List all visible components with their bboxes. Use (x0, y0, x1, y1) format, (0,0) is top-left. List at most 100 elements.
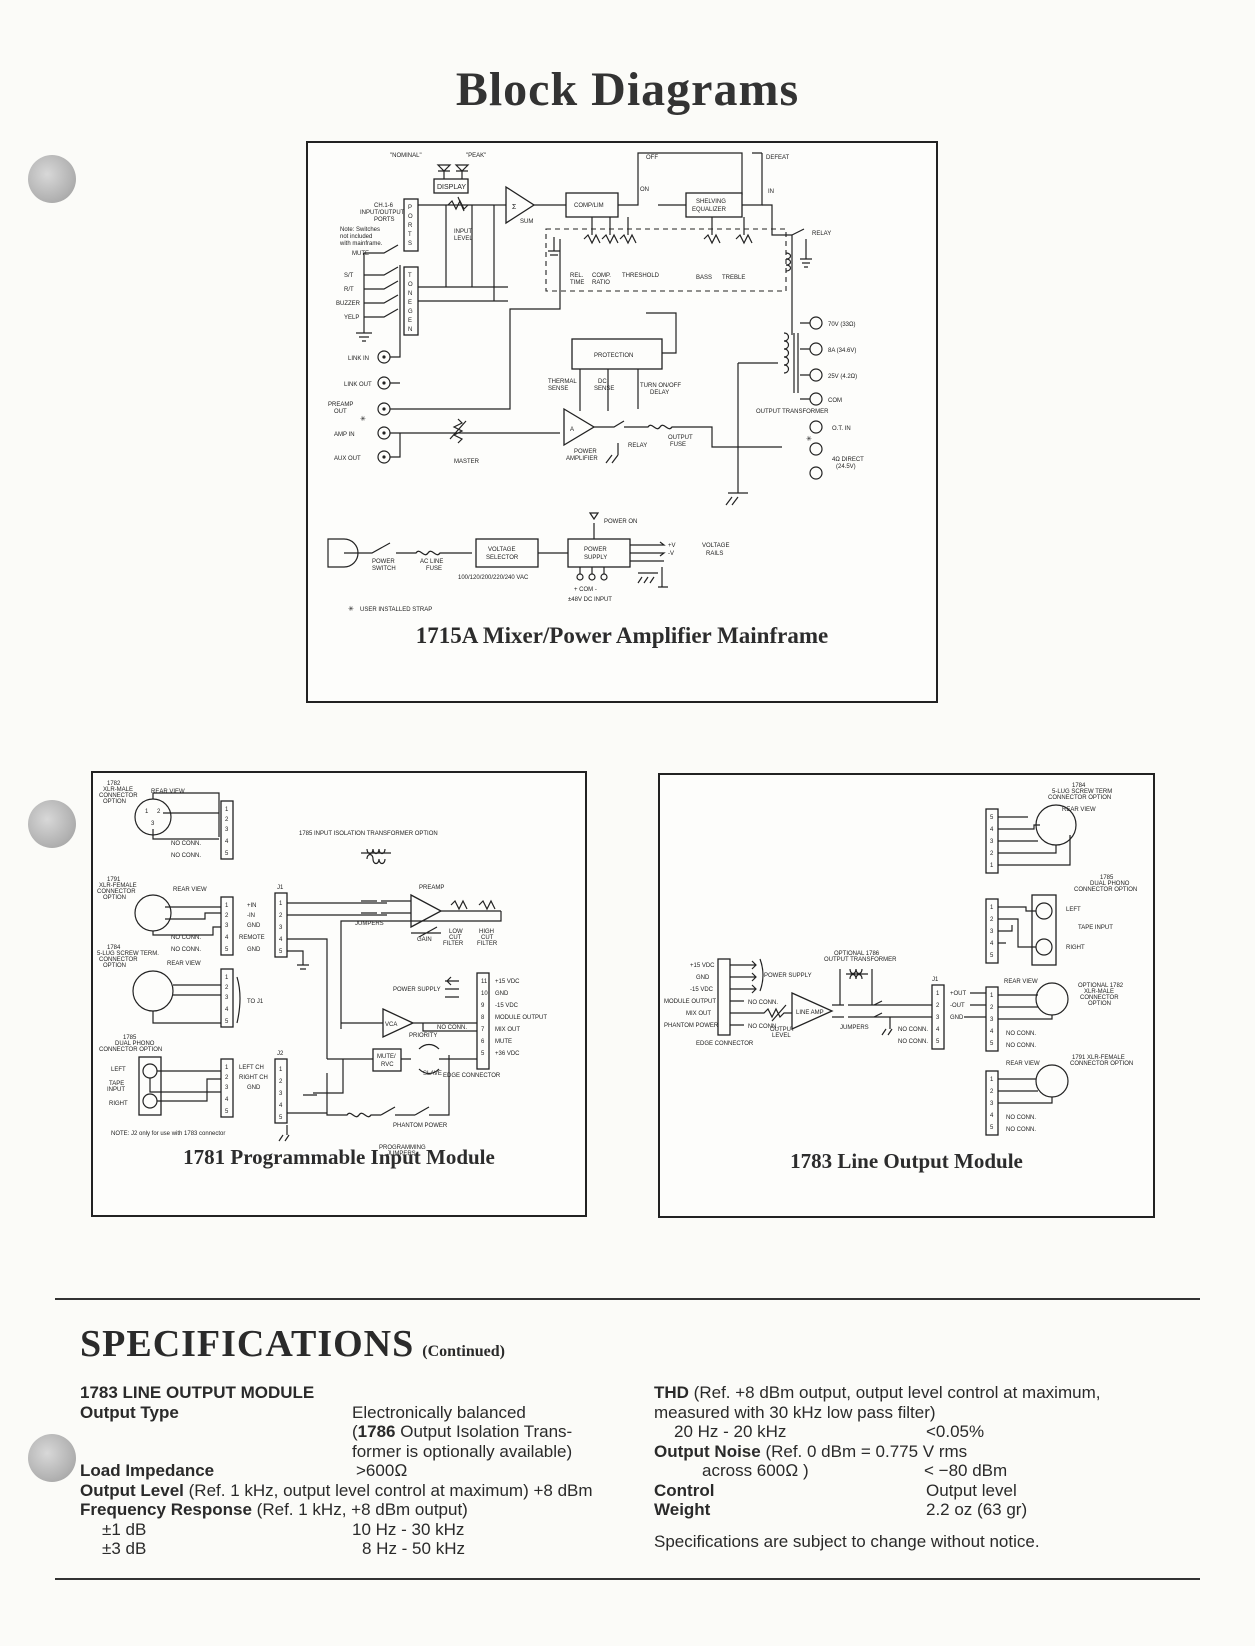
svg-text:S/T: S/T (344, 273, 354, 279)
svg-text:RIGHT CH: RIGHT CH (239, 1075, 268, 1081)
svg-text:70V (33Ω): 70V (33Ω) (828, 322, 856, 328)
svg-text:GND: GND (696, 975, 710, 981)
continued-label: (Continued) (422, 1343, 505, 1360)
svg-text:8A (34.6V): 8A (34.6V) (828, 348, 856, 354)
svg-text:GND: GND (247, 1085, 261, 1091)
spec-disclaimer: Specifications are subject to change wit… (654, 1531, 1040, 1551)
svg-text:NO CONN.: NO CONN. (1006, 1127, 1036, 1133)
svg-text:3: 3 (279, 925, 283, 931)
svg-text:YELP: YELP (344, 315, 359, 321)
svg-text:GND: GND (247, 923, 261, 929)
svg-text:POWER SUPPLY: POWER SUPPLY (393, 987, 441, 993)
svg-text:HIGH: HIGH (479, 929, 494, 935)
spec-output-type-note: (1786 Output Isolation Trans- (352, 1422, 573, 1441)
svg-text:RATIO: RATIO (592, 280, 610, 286)
spec-top-rule (55, 1298, 1200, 1300)
svg-text:DEFEAT: DEFEAT (766, 155, 790, 161)
svg-text:POWER SUPPLY: POWER SUPPLY (764, 973, 812, 979)
display-label: DISPLAY (437, 184, 466, 191)
svg-text:4: 4 (990, 941, 994, 947)
svg-text:EQUALIZER: EQUALIZER (692, 207, 727, 213)
svg-text:3: 3 (225, 923, 229, 929)
svg-text:VOLTAGE: VOLTAGE (488, 547, 515, 553)
svg-text:THERMAL: THERMAL (548, 379, 577, 385)
svg-text:CONNECTOR: CONNECTOR (1080, 995, 1119, 1001)
spec-level-label: Output Level (80, 1480, 184, 1500)
svg-text:RELAY: RELAY (628, 443, 647, 449)
svg-text:OUTPUT: OUTPUT (668, 435, 693, 441)
svg-text:LEVEL: LEVEL (454, 236, 473, 242)
svg-text:CH.1-6: CH.1-6 (374, 203, 394, 209)
specifications-heading: SPECIFICATIONS(Continued) (80, 1323, 505, 1365)
svg-text:S: S (408, 241, 412, 247)
spec-noise-value: < −80 dBm (924, 1461, 1008, 1480)
svg-text:-V: -V (668, 551, 674, 557)
svg-text:✳: ✳ (348, 605, 354, 613)
svg-text:TIME: TIME (570, 280, 584, 286)
svg-text:P: P (408, 205, 412, 211)
svg-text:AMP IN: AMP IN (334, 432, 355, 438)
svg-text:J2: J2 (277, 1051, 284, 1057)
svg-text:5: 5 (225, 851, 229, 857)
svg-text:BUZZER: BUZZER (336, 301, 361, 307)
svg-text:OPTIONAL 1782: OPTIONAL 1782 (1078, 983, 1124, 989)
svg-text:POWER: POWER (584, 547, 607, 553)
svg-text:J1: J1 (932, 977, 939, 983)
svg-text:LEFT: LEFT (1066, 907, 1081, 913)
svg-text:O: O (408, 282, 413, 288)
binder-hole-middle (28, 800, 76, 848)
svg-text:POWER: POWER (574, 449, 597, 455)
svg-text:SHELVING: SHELVING (696, 199, 726, 205)
svg-text:3: 3 (990, 1101, 994, 1107)
svg-text:O: O (408, 214, 413, 220)
svg-text:5: 5 (990, 953, 994, 959)
svg-text:100/120/200/220/240 VAC: 100/120/200/220/240 VAC (458, 575, 529, 581)
svg-text:MODULE OUTPUT: MODULE OUTPUT (664, 999, 716, 1005)
svg-text:OUT: OUT (334, 409, 347, 415)
svg-text:2: 2 (225, 913, 229, 919)
mainframe-schematic: DISPLAY "NOMINAL" "PEAK" PO RT S CH.1-6 … (327, 152, 864, 613)
svg-text:PHANTOM POWER: PHANTOM POWER (393, 1123, 448, 1129)
svg-text:1785: 1785 (1100, 875, 1114, 881)
svg-text:1785: 1785 (123, 1035, 137, 1041)
svg-text:SENSE: SENSE (594, 386, 614, 392)
svg-text:4: 4 (225, 935, 229, 941)
svg-text:SLAVE: SLAVE (423, 1071, 442, 1077)
spec-pm1-label: ±1 dB (102, 1519, 147, 1539)
svg-text:5: 5 (225, 1109, 229, 1115)
svg-text:AUX OUT: AUX OUT (334, 456, 361, 462)
svg-text:5: 5 (279, 949, 283, 955)
svg-text:NO CONN.: NO CONN. (1006, 1043, 1036, 1049)
svg-text:VCA: VCA (385, 1022, 397, 1028)
spec-control-label: Control (654, 1480, 715, 1500)
svg-text:1: 1 (990, 1077, 994, 1083)
svg-text:COM: COM (828, 398, 842, 404)
svg-text:4: 4 (990, 827, 994, 833)
svg-text:PHANTOM POWER: PHANTOM POWER (664, 1023, 719, 1029)
svg-text:2: 2 (225, 985, 229, 991)
svg-text:PREAMP: PREAMP (419, 885, 444, 891)
svg-text:NO CONN.: NO CONN. (437, 1025, 467, 1031)
svg-text:3: 3 (225, 827, 229, 833)
svg-text:GAIN: GAIN (417, 937, 432, 943)
svg-text:JUMPERS: JUMPERS (387, 1151, 416, 1157)
svg-text:RVC: RVC (381, 1062, 394, 1068)
svg-text:4: 4 (279, 1103, 283, 1109)
spec-pm3-label: ±3 dB (102, 1539, 147, 1558)
spec-load-value: >600Ω (356, 1461, 408, 1480)
svg-text:REAR VIEW: REAR VIEW (173, 887, 207, 893)
svg-text:T: T (408, 232, 412, 238)
svg-text:REAR VIEW: REAR VIEW (151, 789, 185, 795)
svg-text:ON: ON (640, 187, 649, 193)
svg-text:4: 4 (990, 1029, 994, 1035)
spec-weight-label: Weight (654, 1500, 711, 1519)
svg-text:Σ: Σ (512, 204, 517, 211)
svg-text:4: 4 (225, 1097, 229, 1103)
svg-text:LEFT: LEFT (111, 1067, 126, 1073)
svg-text:JUMPERS: JUMPERS (840, 1025, 869, 1031)
svg-text:1784: 1784 (107, 945, 121, 951)
svg-text:9: 9 (481, 1003, 485, 1009)
svg-text:1: 1 (990, 863, 994, 869)
svg-text:2: 2 (990, 1089, 994, 1095)
spec-thd-value: <0.05% (926, 1422, 985, 1441)
